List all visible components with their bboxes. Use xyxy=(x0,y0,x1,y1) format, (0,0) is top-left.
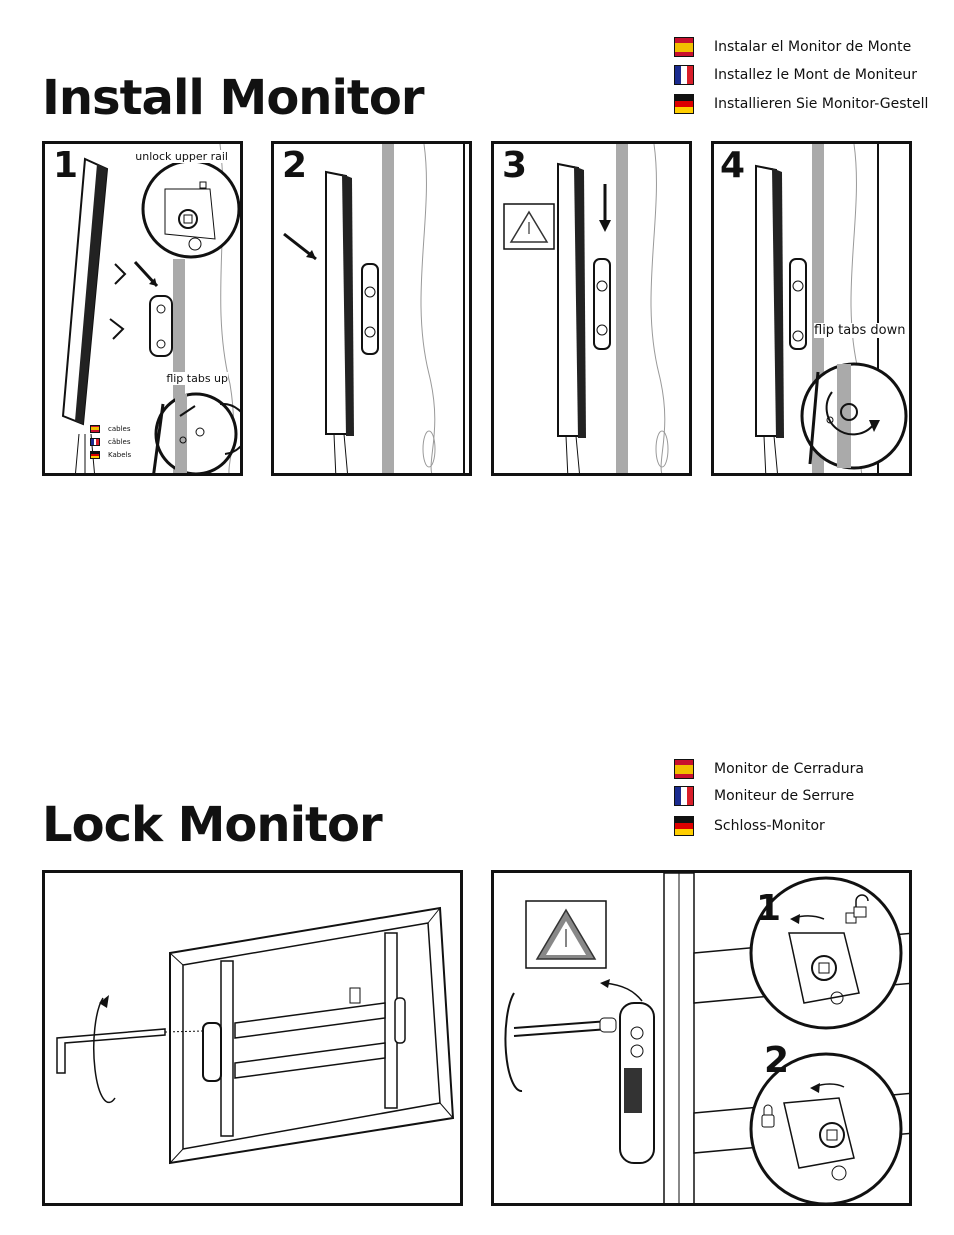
germany-flag-icon xyxy=(90,450,100,459)
step-1-illustration xyxy=(61,144,240,473)
step-4-illustration xyxy=(755,144,908,473)
step-number: 4 xyxy=(720,145,746,186)
language-row-es: Instalar el Monitor de Monte xyxy=(674,35,911,59)
legend-cables-es: cables xyxy=(108,424,131,433)
germany-flag-icon xyxy=(674,816,694,836)
language-text-fr: Moniteur de Serrure xyxy=(714,788,855,804)
legend-cables-de: Kabels xyxy=(108,450,132,459)
lock-title: Lock Monitor xyxy=(42,797,383,853)
language-row-es: Monitor de Cerradura xyxy=(674,757,864,781)
caption-flip-tabs-down: flip tabs down xyxy=(814,323,906,338)
detail-step-number: 2 xyxy=(764,1040,790,1081)
language-text-fr: Installez le Mont de Moniteur xyxy=(714,67,918,83)
language-row-de: Installieren Sie Monitor-Gestell xyxy=(674,92,928,116)
step-number: 1 xyxy=(53,145,79,186)
lock-language-list: Monitor de Cerradura Moniteur de Serrure… xyxy=(674,757,934,842)
spain-flag-icon xyxy=(90,424,100,433)
language-row-de: Schloss-Monitor xyxy=(674,814,825,838)
spain-flag-icon xyxy=(674,37,694,57)
step-3-illustration xyxy=(503,144,669,473)
language-text-es: Monitor de Cerradura xyxy=(714,761,864,777)
install-step-3-panel: 3 xyxy=(491,141,692,476)
cables-legend: cables câbles Kabels xyxy=(90,422,131,461)
language-text-es: Instalar el Monitor de Monte xyxy=(714,39,912,55)
install-language-list: Instalar el Monitor de Monte Installez l… xyxy=(674,35,934,120)
legend-cables-fr: câbles xyxy=(108,437,131,446)
detail-step-number: 1 xyxy=(756,888,782,929)
lock-detail-illustration xyxy=(504,873,909,1203)
language-row-fr: Moniteur de Serrure xyxy=(674,784,854,808)
germany-flag-icon xyxy=(674,94,694,114)
step-number: 3 xyxy=(502,145,528,186)
install-title: Install Monitor xyxy=(42,70,425,126)
spain-flag-icon xyxy=(674,759,694,779)
install-step-2-panel: 2 xyxy=(271,141,472,476)
lock-overview-illustration xyxy=(56,906,455,1165)
caption-flip-tabs-up: flip tabs up xyxy=(166,372,228,385)
language-row-fr: Installez le Mont de Moniteur xyxy=(674,63,917,87)
step-number: 2 xyxy=(282,145,308,186)
language-text-de: Schloss-Monitor xyxy=(714,818,825,834)
lock-detail-panel: 1 2 xyxy=(491,870,912,1206)
caption-unlock-upper-rail: unlock upper rail xyxy=(135,150,228,163)
france-flag-icon xyxy=(90,437,100,446)
lock-overview-panel xyxy=(42,870,463,1206)
step-2-illustration xyxy=(283,144,465,473)
france-flag-icon xyxy=(674,65,694,85)
install-step-1-panel: 1 unlock upper rail flip tabs up cables … xyxy=(42,141,243,476)
install-step-4-panel: 4 flip tabs down xyxy=(711,141,912,476)
language-text-de: Installieren Sie Monitor-Gestell xyxy=(714,96,929,112)
france-flag-icon xyxy=(674,786,694,806)
